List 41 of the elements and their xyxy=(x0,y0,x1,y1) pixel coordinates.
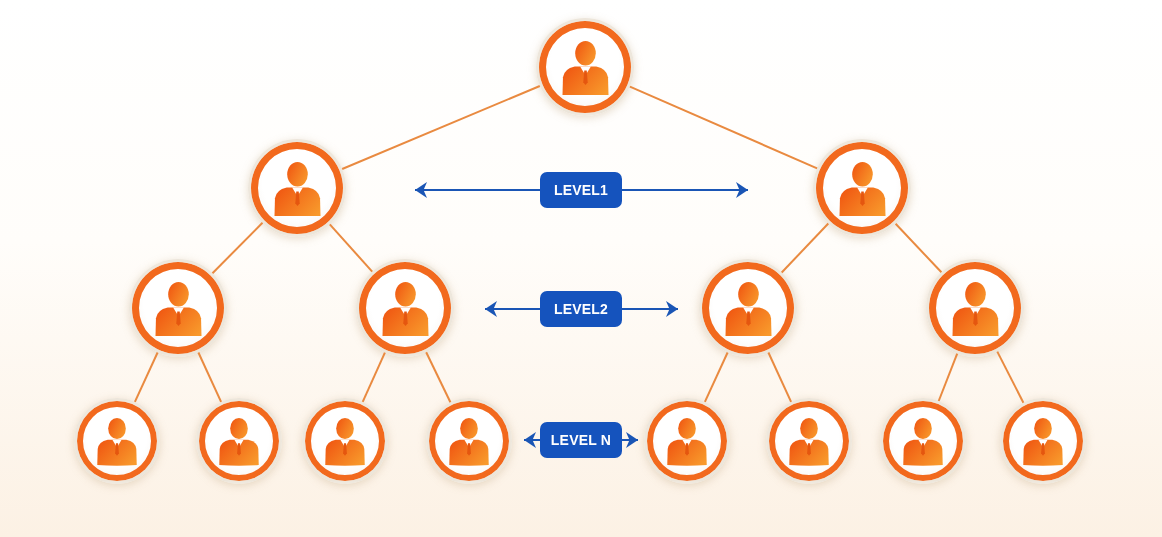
connector-line xyxy=(780,222,830,274)
level-label: LEVEL N xyxy=(550,432,612,448)
connector-line xyxy=(937,352,959,402)
arrow xyxy=(414,182,541,198)
level-tag xyxy=(540,291,622,327)
avatar-circle xyxy=(699,259,797,357)
connector-line xyxy=(341,85,541,170)
connector-line xyxy=(425,351,452,404)
connector-line xyxy=(628,85,819,170)
avatar-circle xyxy=(302,398,388,484)
connector-line xyxy=(328,223,374,273)
avatar-circle xyxy=(248,139,346,237)
connector-line xyxy=(133,351,159,403)
avatar-circle xyxy=(644,398,730,484)
level-label: LEVEL1 xyxy=(553,182,609,198)
connector-line xyxy=(767,351,793,403)
avatar-circle xyxy=(74,398,160,484)
connector-line xyxy=(996,350,1025,404)
avatar-circle xyxy=(1000,398,1086,484)
avatar-circle xyxy=(426,398,512,484)
avatar-circle xyxy=(880,398,966,484)
arrow xyxy=(621,432,639,448)
arrow xyxy=(621,301,679,317)
arrow xyxy=(484,301,541,317)
connector-line xyxy=(703,351,729,403)
connector-line xyxy=(361,351,386,403)
avatar-circle xyxy=(813,139,911,237)
connector-line xyxy=(197,351,223,403)
arrow xyxy=(621,182,749,198)
level-label: LEVEL2 xyxy=(553,301,609,317)
avatar-circle xyxy=(536,18,634,116)
avatar-circle xyxy=(356,259,454,357)
avatar-circle xyxy=(766,398,852,484)
level-tag xyxy=(540,172,622,208)
avatar-circle xyxy=(926,259,1024,357)
arrow xyxy=(523,432,541,448)
avatar-circle xyxy=(196,398,282,484)
connector-line xyxy=(211,221,264,275)
avatar-circle xyxy=(129,259,227,357)
connector-line xyxy=(894,222,943,274)
level-tag xyxy=(540,422,622,458)
